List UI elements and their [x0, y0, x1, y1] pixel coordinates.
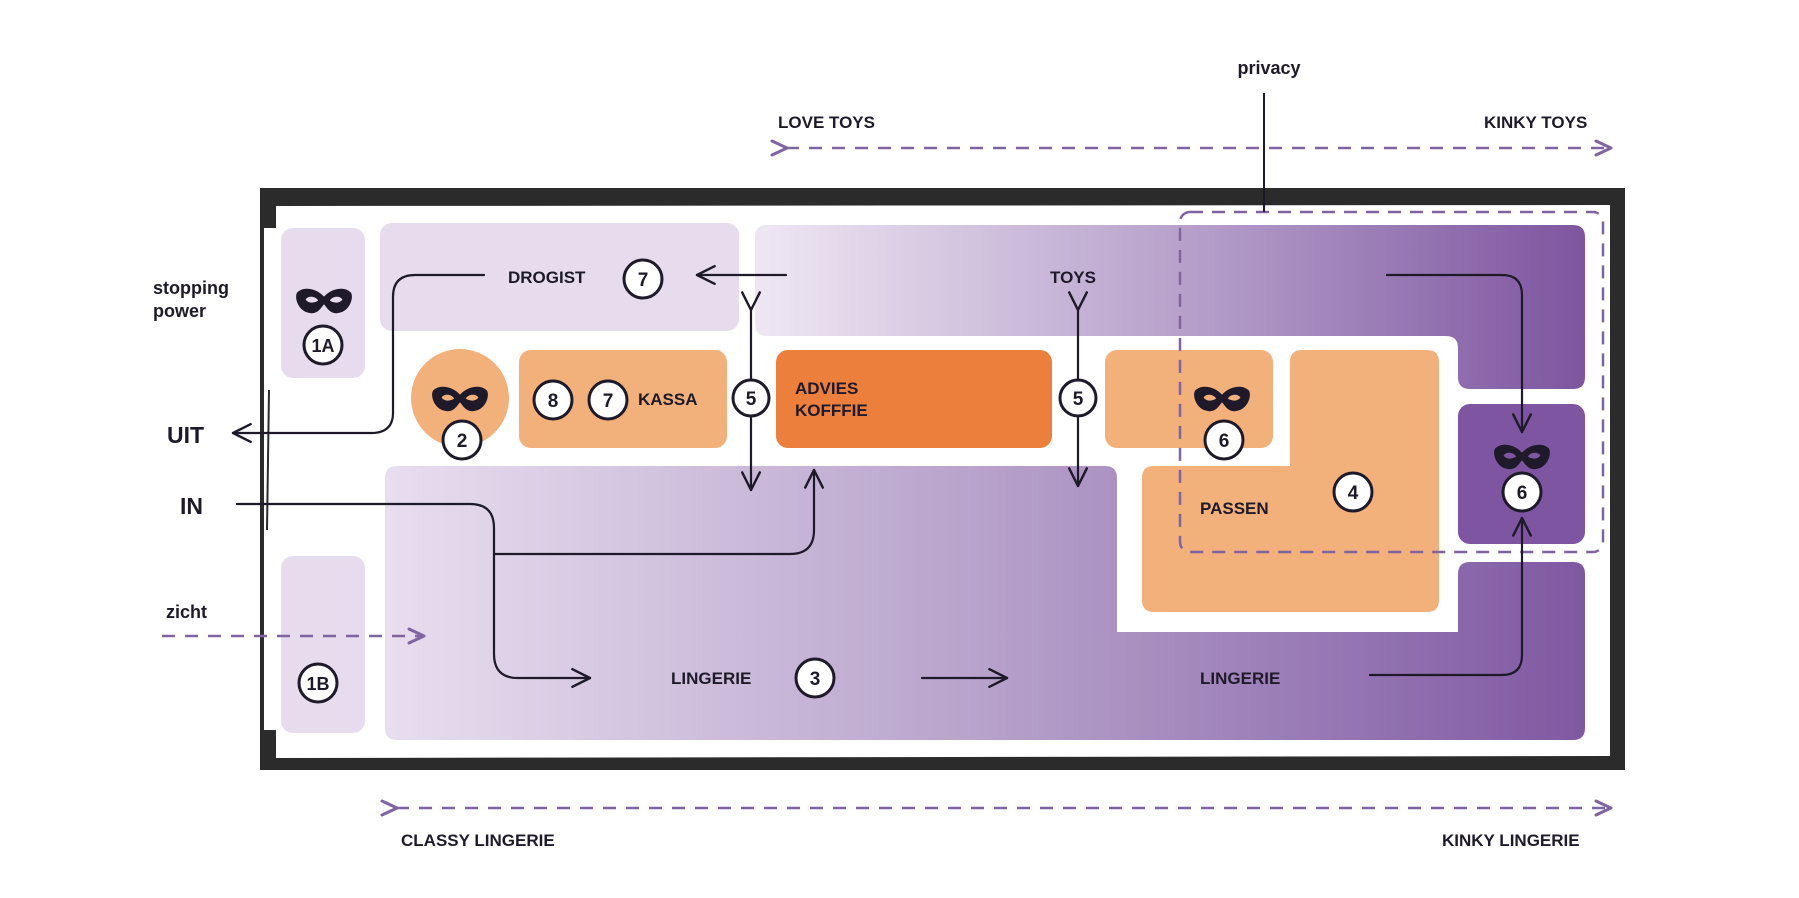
- svg-text:6: 6: [1517, 483, 1528, 504]
- svg-text:4: 4: [1348, 483, 1359, 504]
- label-drogist: DROGIST: [508, 268, 586, 287]
- label-power: power: [153, 301, 206, 321]
- badge-7-drogist: 7: [622, 258, 664, 300]
- label-lingerie-right: LINGERIE: [1200, 669, 1280, 688]
- label-kinky-toys: KINKY TOYS: [1484, 113, 1587, 132]
- badge-5-right: 5: [1058, 378, 1098, 418]
- label-kassa: KASSA: [638, 390, 698, 409]
- label-love-toys: LOVE TOYS: [778, 113, 875, 132]
- badge-7-kassa: 7: [587, 379, 629, 421]
- badge-4: 4: [1332, 471, 1374, 513]
- label-stopping: stopping: [153, 278, 229, 298]
- badge-5-left: 5: [731, 378, 771, 418]
- label-privacy: privacy: [1237, 58, 1300, 78]
- label-passen: PASSEN: [1200, 499, 1269, 518]
- badge-6-mid: 6: [1203, 419, 1245, 461]
- zone-lingerie: [385, 466, 1585, 740]
- badge-2: 2: [441, 419, 483, 461]
- badge-1a: 1A: [302, 324, 344, 366]
- badge-6-right: 6: [1501, 471, 1543, 513]
- svg-text:8: 8: [548, 391, 559, 412]
- svg-text:1B: 1B: [306, 674, 329, 694]
- badge-1b: 1B: [297, 662, 339, 704]
- svg-text:6: 6: [1219, 431, 1230, 452]
- label-classy-lingerie: CLASSY LINGERIE: [401, 831, 555, 850]
- zone-advies: [776, 350, 1052, 448]
- label-kofffie: KOFFFIE: [795, 401, 868, 420]
- zone-drogist: [380, 223, 739, 331]
- zone-toys: [755, 225, 1585, 389]
- svg-text:7: 7: [603, 391, 614, 412]
- svg-text:7: 7: [638, 270, 649, 291]
- svg-text:2: 2: [457, 431, 468, 452]
- label-zicht: zicht: [166, 602, 207, 622]
- label-lingerie-left: LINGERIE: [671, 669, 751, 688]
- svg-text:5: 5: [1073, 389, 1084, 410]
- label-toys: TOYS: [1050, 268, 1096, 287]
- badge-8: 8: [532, 379, 574, 421]
- privacy-zone-outline: [1178, 210, 1605, 554]
- label-kinky-lingerie: KINKY LINGERIE: [1442, 831, 1580, 850]
- svg-text:5: 5: [746, 389, 757, 410]
- label-advies: ADVIES: [795, 379, 858, 398]
- zone-1b: [281, 556, 365, 733]
- zone-passen: [1142, 350, 1439, 612]
- badge-3: 3: [794, 657, 836, 699]
- svg-text:3: 3: [810, 669, 821, 690]
- label-uit: UIT: [167, 422, 204, 448]
- svg-text:1A: 1A: [311, 336, 334, 356]
- label-in: IN: [180, 493, 203, 519]
